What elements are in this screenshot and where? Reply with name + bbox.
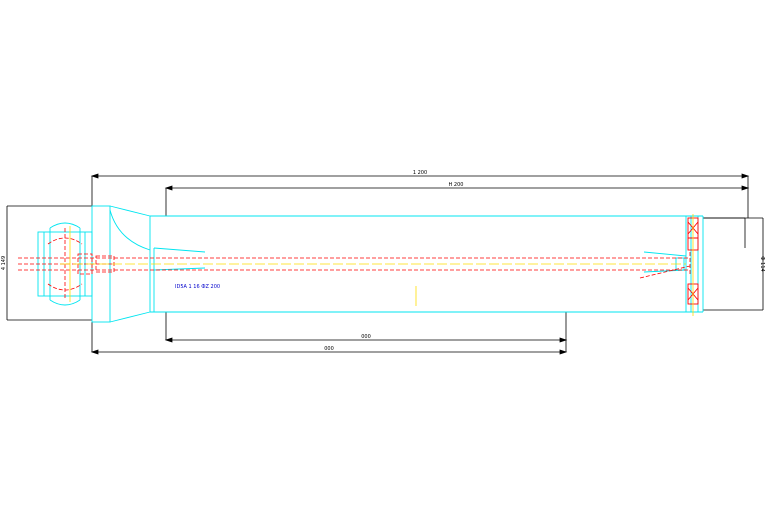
taper-curve [109, 209, 151, 251]
centerlines [18, 228, 691, 300]
part-note: ID5A 1 16 ФZ 200 [175, 284, 220, 290]
fitting-arc-bottom [49, 299, 81, 306]
fitting-arc-top [49, 222, 81, 229]
inner-bore-top [153, 247, 206, 253]
part-outline [37, 205, 704, 323]
axis-lines [60, 214, 694, 316]
dim-lower-arrow-right [559, 349, 568, 355]
dim-tube-arrow-left [164, 185, 173, 191]
inner-bore-bottom [153, 267, 206, 271]
dim-inner-arrow-left [164, 337, 173, 343]
dim-inner-arrow-right [559, 337, 568, 343]
end-cap-taper-top [643, 251, 687, 257]
dim-tube-text: H 200 [449, 182, 464, 188]
end-cap-hidden-diag [639, 265, 691, 279]
dim-right-height-text: Ф 114 [759, 256, 765, 271]
taper-lower [109, 311, 151, 323]
dimension-texts: 1 200 H 200 000 000 4 149 Ф 114 [1, 170, 765, 352]
dim-lower-text: 000 [324, 346, 334, 352]
dim-left-height-text: 4 149 [1, 256, 7, 270]
dim-overall-arrow-left [90, 173, 99, 179]
fitting-hidden-top [47, 237, 83, 245]
dim-overall-text: 1 200 [413, 170, 427, 176]
fitting-hidden-bottom [47, 283, 83, 291]
dim-tube-arrow-right [741, 185, 750, 191]
dim-inner-text: 000 [361, 334, 371, 340]
dim-overall-arrow-right [741, 173, 750, 179]
dim-lower-arrow-left [90, 349, 99, 355]
taper-upper [109, 205, 151, 217]
dimension-lines [6, 173, 764, 355]
